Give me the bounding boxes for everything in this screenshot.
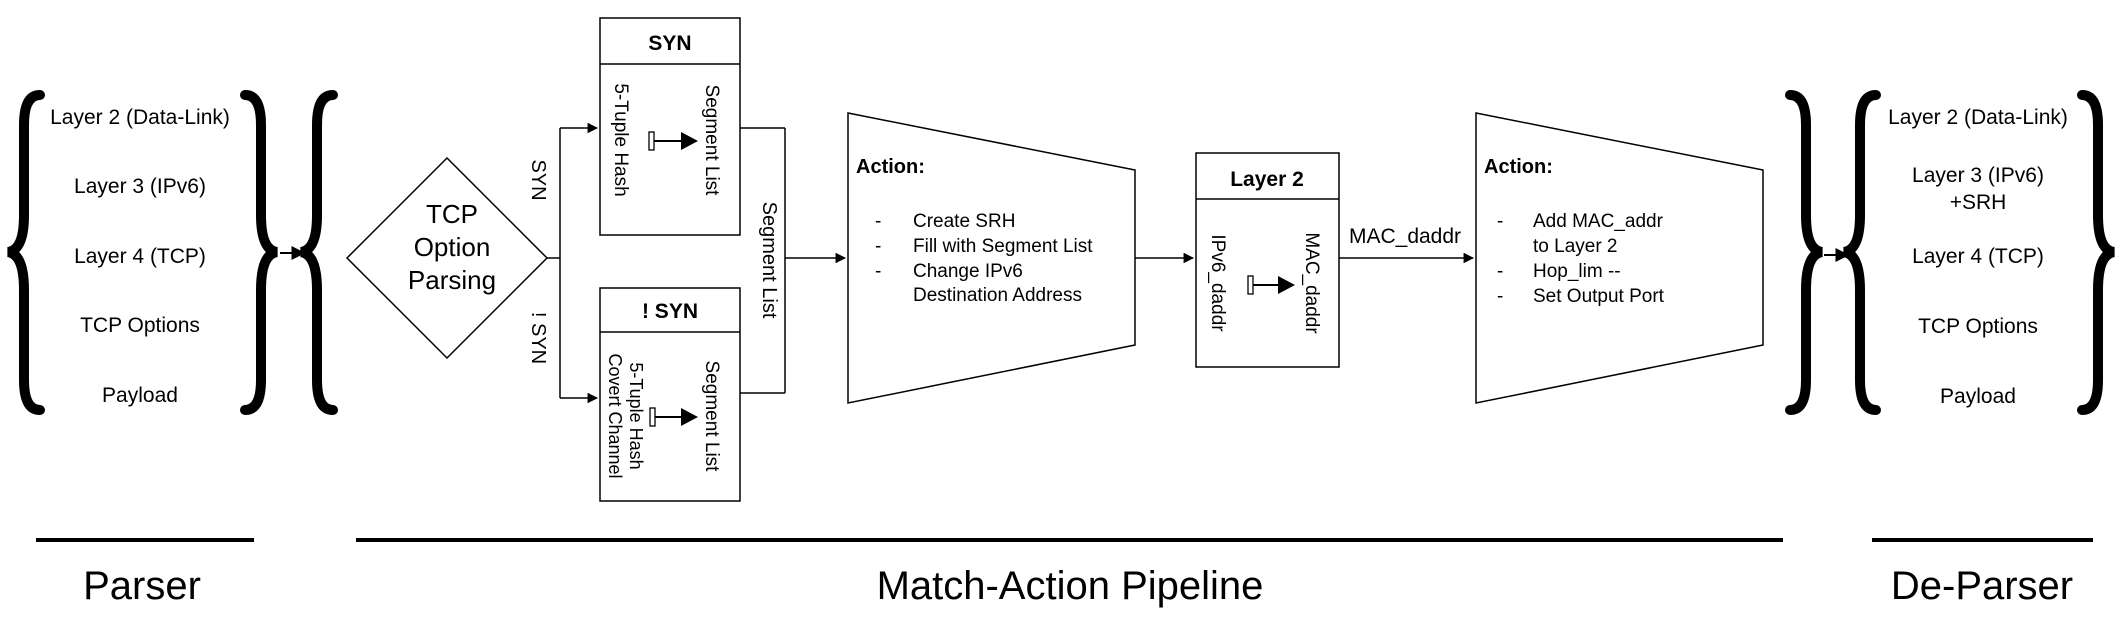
action-title: Action: <box>856 156 925 178</box>
parser-layer: Layer 2 (Data-Link) <box>50 106 230 129</box>
deparser-layer: Layer 3 (IPv6) <box>1912 164 2044 187</box>
syn-branch-label: SYN <box>527 159 549 200</box>
lookup-arrow-icon <box>649 407 698 427</box>
layer2-table-key: IPv6_daddr <box>1207 234 1228 332</box>
not-syn-match-table: ! SYN 5-Tuple Hash Covert Channel Segmen… <box>599 287 741 502</box>
mac-label: MAC_daddr <box>1349 225 1461 248</box>
action-bullet: - <box>875 261 881 282</box>
pipeline-left-brace-icon <box>299 90 338 415</box>
not-syn-table-key: 5-Tuple Hash <box>626 362 646 469</box>
parser-header-stack: Layer 2 (Data-Link) Layer 3 (IPv6) Layer… <box>6 90 279 415</box>
right-brace-icon <box>240 90 279 415</box>
deparser-layer: Payload <box>1940 385 2016 408</box>
action-item: to Layer 2 <box>1533 236 1618 257</box>
tcp-option-parsing-decision: TCP Option Parsing <box>345 156 549 360</box>
not-syn-table-title: ! SYN <box>642 300 698 323</box>
action-bullet: - <box>1497 211 1503 232</box>
left-brace-icon <box>1842 90 1881 415</box>
deparser-layer: Layer 2 (Data-Link) <box>1888 106 2068 129</box>
action-block-forward: Action: - Add MAC_addr to Layer 2 - Hop_… <box>1475 112 1764 404</box>
action-item: Add MAC_addr <box>1533 211 1664 232</box>
action-block-srh: Action: - Create SRH - Fill with Segment… <box>847 112 1136 404</box>
left-brace-icon <box>6 90 45 415</box>
parser-layer: Layer 4 (TCP) <box>74 245 206 268</box>
action-bullet: - <box>1497 261 1503 282</box>
parser-section-label: Parser <box>83 564 201 608</box>
deparser-layer: TCP Options <box>1918 315 2038 338</box>
not-syn-table-value: Segment List <box>701 361 722 473</box>
decision-label: Option <box>414 232 491 262</box>
deparser-header-stack: Layer 2 (Data-Link) Layer 3 (IPv6) +SRH … <box>1842 90 2116 415</box>
action-item: Destination Address <box>913 285 1082 306</box>
action-item: Set Output Port <box>1533 286 1665 307</box>
action-bullet: - <box>875 211 881 232</box>
action-item: Create SRH <box>913 211 1015 232</box>
not-syn-table-key: Covert Channel <box>605 353 625 478</box>
action-title: Action: <box>1484 156 1553 178</box>
pipeline-right-brace-icon <box>1785 90 1824 415</box>
lookup-arrow-icon <box>1247 275 1295 295</box>
decision-label: Parsing <box>408 265 496 295</box>
action-item: Fill with Segment List <box>913 236 1093 257</box>
syn-match-table: SYN 5-Tuple Hash Segment List <box>599 17 741 236</box>
lookup-arrow-icon <box>648 131 698 151</box>
decision-label: TCP <box>426 199 478 229</box>
deparser-layer: Layer 4 (TCP) <box>1912 245 2044 268</box>
right-brace-icon <box>2077 90 2116 415</box>
parser-layer: Payload <box>102 384 178 407</box>
action-bullet: - <box>1497 286 1503 307</box>
action-item: Hop_lim -- <box>1533 261 1621 282</box>
syn-table-key: 5-Tuple Hash <box>610 83 631 196</box>
pipeline-section-label: Match-Action Pipeline <box>877 564 1264 608</box>
layer2-match-table: Layer 2 IPv6_daddr MAC_daddr <box>1195 152 1340 368</box>
not-syn-branch-label: ! SYN <box>527 312 549 364</box>
parser-layer: Layer 3 (IPv6) <box>74 175 206 198</box>
deparser-layer: +SRH <box>1950 191 2007 214</box>
parser-layer: TCP Options <box>80 314 200 337</box>
merge-label: Segment List <box>758 202 780 319</box>
syn-table-value: Segment List <box>701 85 722 197</box>
syn-table-title: SYN <box>648 32 691 55</box>
layer2-table-title: Layer 2 <box>1230 168 1304 191</box>
action-item: Change IPv6 <box>913 261 1023 282</box>
action-bullet: - <box>875 236 881 257</box>
layer2-table-value: MAC_daddr <box>1301 232 1322 334</box>
deparser-section-label: De-Parser <box>1891 564 2073 608</box>
